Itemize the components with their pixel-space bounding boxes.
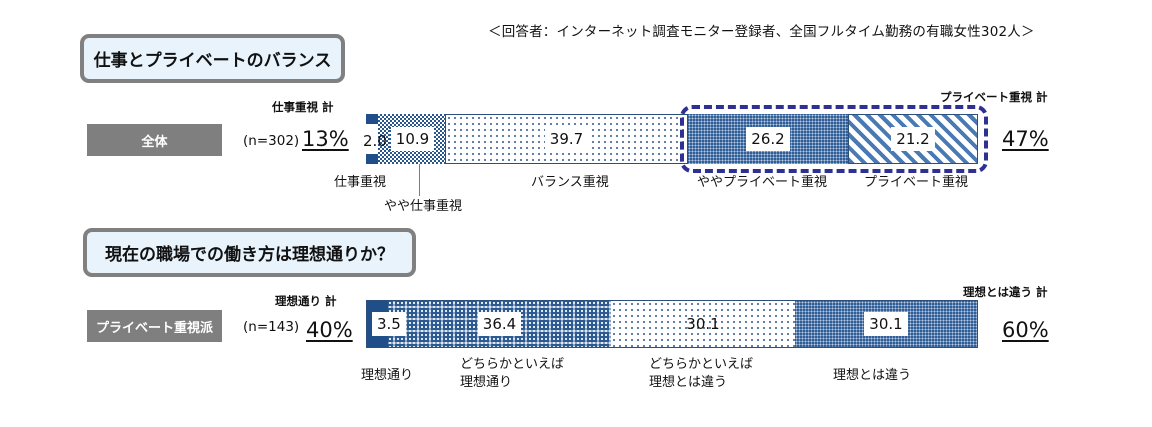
group-label-all: 全体 bbox=[87, 124, 222, 156]
leader-line bbox=[419, 164, 420, 196]
category-label: プライベート重視 bbox=[864, 175, 969, 190]
value-label: 39.7 bbox=[544, 127, 589, 151]
category-label: バランス重視 bbox=[531, 175, 609, 190]
segment-private-focus: 21.2 bbox=[848, 114, 978, 164]
section-title-ideal-workstyle: 現在の職場での働き方は理想通りか？ bbox=[83, 228, 416, 277]
sample-size: (n=302) bbox=[243, 133, 300, 149]
value-label: 30.1 bbox=[686, 315, 720, 333]
category-label: どちらかといえば bbox=[649, 357, 754, 372]
section-title-work-life-balance: 仕事とプライベートのバランス bbox=[80, 34, 345, 83]
right-total-value: 60% bbox=[1002, 318, 1049, 342]
left-total-value: 40% bbox=[306, 318, 353, 342]
category-label: ややプライベート重視 bbox=[697, 175, 828, 190]
left-total-caption: 理想通り 計 bbox=[275, 294, 337, 308]
stacked-bar-ideal: 36.4 30.1 30.1 bbox=[366, 300, 978, 348]
right-total-value: 47% bbox=[1002, 127, 1049, 151]
value-label: 30.1 bbox=[864, 312, 908, 336]
left-total-caption: 仕事重視 計 bbox=[272, 100, 334, 114]
value-label: 36.4 bbox=[477, 312, 522, 336]
category-label: 理想通り bbox=[361, 368, 414, 383]
stacked-bar-balance: 10.9 39.7 26.2 21.2 bbox=[366, 114, 978, 164]
segment-somewhat-not-ideal: 30.1 bbox=[611, 301, 795, 347]
segment-balance-focus: 39.7 bbox=[445, 114, 688, 164]
category-label: 理想とは違う bbox=[833, 368, 912, 383]
right-total-caption: 理想とは違う 計 bbox=[963, 285, 1048, 299]
category-label: 理想とは違う bbox=[649, 375, 728, 390]
sample-size: (n=143) bbox=[243, 319, 300, 335]
right-total-caption: プライベート重視 計 bbox=[940, 90, 1048, 104]
left-total-value: 13% bbox=[302, 127, 349, 151]
segment-somewhat-private-focus: 26.2 bbox=[688, 114, 848, 164]
value-label-work-focus: 2.0 bbox=[363, 132, 387, 150]
private-focus-highlight-box bbox=[680, 105, 988, 173]
category-label: 理想通り bbox=[460, 375, 513, 390]
category-label: 仕事重視 bbox=[334, 175, 387, 190]
group-label-private-focus: プライベート重視派 bbox=[87, 310, 222, 342]
value-label-as-ideal: 3.5 bbox=[372, 312, 406, 336]
segment-somewhat-work-focus: 10.9 bbox=[378, 114, 445, 164]
value-label: 26.2 bbox=[746, 127, 790, 151]
segment-work-focus bbox=[366, 114, 378, 164]
segment-not-ideal: 30.1 bbox=[795, 301, 977, 347]
category-label: やや仕事重視 bbox=[384, 199, 463, 214]
respondent-note: ＜回答者：インターネット調査モニター登録者、全国フルタイム勤務の有職女性302人… bbox=[488, 24, 1035, 40]
value-label: 21.2 bbox=[891, 127, 935, 151]
segment-somewhat-as-ideal: 36.4 bbox=[388, 301, 611, 347]
category-label: どちらかといえば bbox=[460, 357, 565, 372]
value-label: 10.9 bbox=[388, 127, 435, 151]
